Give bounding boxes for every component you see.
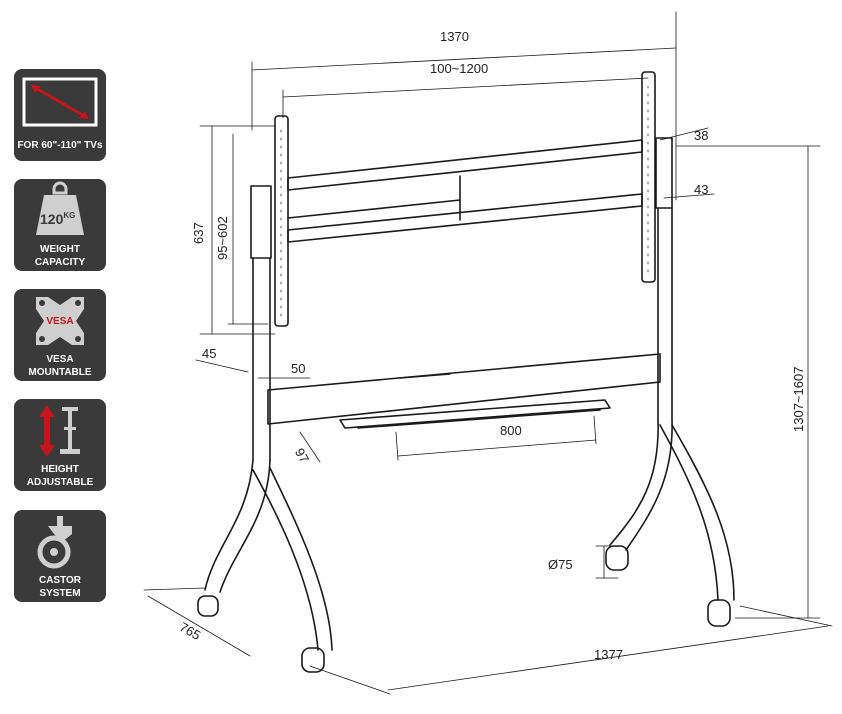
dim-vesa-height: 95~602 — [215, 216, 230, 260]
badge-weight: 120KG WEIGHT CAPACITY — [14, 179, 106, 271]
mounting-arms — [274, 71, 656, 327]
badge-castor-line2: SYSTEM — [39, 588, 81, 599]
cross-rails — [287, 139, 643, 243]
height-adjust-icon — [39, 405, 80, 457]
vesa-logo-text: VESA — [46, 316, 74, 327]
badge-vesa-line1: VESA — [46, 354, 74, 365]
weight-number: 120 — [40, 211, 64, 227]
dim-overall-width: 1370 — [440, 29, 469, 44]
badge-vesa-line2: MOUNTABLE — [28, 367, 92, 378]
dim-bracket-height: 637 — [191, 222, 206, 244]
badge-weight-line1: WEIGHT — [40, 244, 80, 255]
castor-wheel-icon — [37, 516, 72, 569]
weight-icon — [36, 181, 84, 235]
dim-base-width: 1377 — [594, 647, 623, 662]
dim-bracket-top-depth: 38 — [694, 128, 709, 143]
dimension-lines — [143, 11, 833, 695]
badge-vesa: VESA VESA MOUNTABLE — [14, 289, 106, 381]
legs — [204, 419, 735, 651]
badge-screen-size: FOR 60"-110" TVs — [14, 69, 106, 161]
badge-height-line1: HEIGHT — [41, 464, 79, 475]
diagonal-arrow-screen-icon — [22, 77, 98, 127]
dim-upright-depth: 45 — [202, 346, 217, 361]
weight-unit: KG — [63, 211, 76, 220]
dim-wheel-diameter: Ø75 — [548, 557, 573, 572]
dim-shelf-width: 800 — [500, 423, 522, 438]
badge-weight-label: WEIGHT CAPACITY — [14, 243, 106, 269]
badge-vesa-label: VESA MOUNTABLE — [14, 353, 106, 379]
badge-screen-size-label: FOR 60"-110" TVs — [17, 140, 103, 151]
badge-height-line2: ADJUSTABLE — [26, 477, 94, 488]
castor-wheels — [197, 545, 731, 673]
lower-crossbar — [267, 353, 661, 429]
badge-castor: CASTOR SYSTEM — [14, 510, 106, 602]
dim-bracket-depth: 43 — [694, 182, 709, 197]
badge-height: HEIGHT ADJUSTABLE — [14, 399, 106, 491]
dim-vesa-width: 100~1200 — [430, 61, 489, 76]
dim-upright-width: 50 — [291, 361, 306, 376]
badge-weight-line2: CAPACITY — [34, 257, 86, 268]
badge-castor-line1: CASTOR — [38, 575, 82, 586]
uprights — [250, 137, 673, 461]
weight-value: 120KG — [40, 211, 75, 227]
dim-height-range: 1307~1607 — [791, 366, 806, 432]
badge-height-label: HEIGHT ADJUSTABLE — [14, 463, 106, 489]
badge-castor-label: CASTOR SYSTEM — [14, 574, 106, 600]
vesa-plate-icon — [36, 297, 84, 345]
